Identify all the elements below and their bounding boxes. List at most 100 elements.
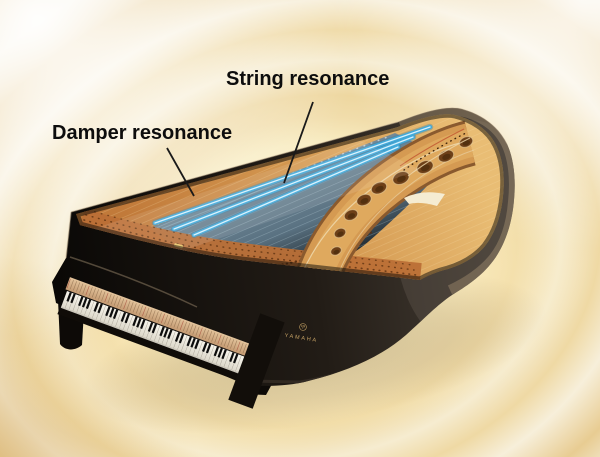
black-key [97, 303, 103, 314]
damper-resonance-leader-line [166, 147, 195, 197]
black-key [221, 349, 227, 360]
hammer-tick [195, 326, 200, 336]
brand-mark: YAMAHA [284, 323, 318, 344]
hammer-tick [82, 284, 87, 294]
plate-hole-inner [420, 164, 430, 172]
hammer-tick [72, 281, 78, 291]
lid-tail-edge-highlight [397, 107, 508, 145]
pin-row-3 [87, 209, 413, 266]
hammer-tick [217, 334, 222, 344]
key-separator [153, 325, 161, 342]
yamaha-tuning-fork-icon [299, 323, 307, 331]
hammer-tick [173, 318, 178, 328]
key-separator [169, 331, 176, 348]
key-separator [208, 345, 215, 362]
string-resonance-leader-line [283, 101, 314, 184]
tail-cream-arc [407, 137, 471, 177]
black-key [205, 343, 212, 354]
black-key [159, 326, 165, 337]
hammer-tick [85, 285, 90, 296]
black-key [112, 309, 119, 320]
hammer-tick [148, 309, 153, 319]
hammer-tick [116, 297, 121, 307]
plate-hole-inner [333, 249, 340, 255]
tail-red-arc [399, 128, 465, 167]
pin-row-2 [85, 214, 415, 271]
hammer-tick [182, 321, 187, 332]
black-key [194, 339, 200, 350]
black-key [147, 322, 154, 332]
plate-hole-inner [462, 140, 471, 146]
black-key [124, 313, 130, 324]
black-key [167, 329, 173, 340]
black-key [190, 337, 196, 348]
hammer-tick [142, 306, 147, 317]
key-slip [57, 307, 241, 382]
lid-far-edge-highlight [70, 121, 399, 213]
key-slip-edge [60, 306, 241, 375]
lid-left-edge-highlight [65, 211, 72, 259]
hammer-tick [132, 303, 137, 313]
hammer-tick [129, 302, 134, 312]
key-separator [88, 300, 95, 318]
hammer-tick [167, 315, 172, 326]
fallboard-highlight [69, 256, 198, 308]
key-separator [72, 295, 79, 312]
black-key [78, 296, 84, 307]
plate-hole-inner [337, 231, 344, 237]
hammer-tick [230, 339, 235, 349]
hammer-tick [226, 338, 231, 348]
black-key [232, 353, 239, 364]
light-gap-wedge [404, 192, 445, 206]
plate-holes [330, 136, 474, 256]
hammer-tick [204, 329, 209, 340]
hammers-strip [65, 277, 269, 363]
plate-hole-inner [347, 213, 356, 219]
hammer-tick [79, 283, 84, 293]
keyboard [57, 277, 285, 409]
key-separator [99, 305, 106, 322]
black-key [132, 316, 138, 327]
hammer-tick [120, 298, 125, 308]
plate-hole-inner [375, 185, 384, 192]
key-separator [180, 335, 188, 352]
hammer-tick [91, 288, 96, 298]
hammer-tick [214, 333, 219, 343]
key-separator [196, 341, 203, 358]
hammer-tick [123, 299, 128, 310]
hammer-tick [154, 311, 159, 321]
hammer-tick [242, 343, 247, 354]
black-key [217, 347, 223, 358]
hammer-tick [151, 310, 156, 320]
hammer-tick [220, 335, 225, 346]
hammer-tick [239, 342, 244, 353]
key-separator [115, 310, 122, 328]
hammer-tick [179, 320, 184, 330]
black-key [66, 292, 72, 302]
brand-wordmark: YAMAHA [284, 333, 318, 344]
key-separator [223, 351, 230, 368]
key-separator [235, 355, 242, 372]
key-separator [142, 321, 149, 338]
tail-pin-arc [403, 132, 467, 171]
black-key [81, 297, 88, 308]
hammer-tick [94, 289, 100, 299]
black-key [136, 317, 142, 328]
black-key [70, 293, 76, 304]
hammer-tick [236, 341, 241, 351]
hammer-tick [170, 317, 175, 327]
right-cheek-block [228, 313, 285, 409]
black-key [93, 302, 99, 312]
black-key [120, 312, 127, 322]
black-key [213, 346, 220, 357]
black-key [229, 352, 235, 362]
hammer-tick [126, 300, 131, 311]
black-key [140, 319, 146, 330]
black-key [85, 299, 92, 309]
black-key [178, 333, 185, 344]
hammer-tick [192, 325, 197, 335]
black-keys [66, 292, 239, 364]
black-key [186, 336, 192, 347]
hammer-tick [201, 328, 206, 339]
